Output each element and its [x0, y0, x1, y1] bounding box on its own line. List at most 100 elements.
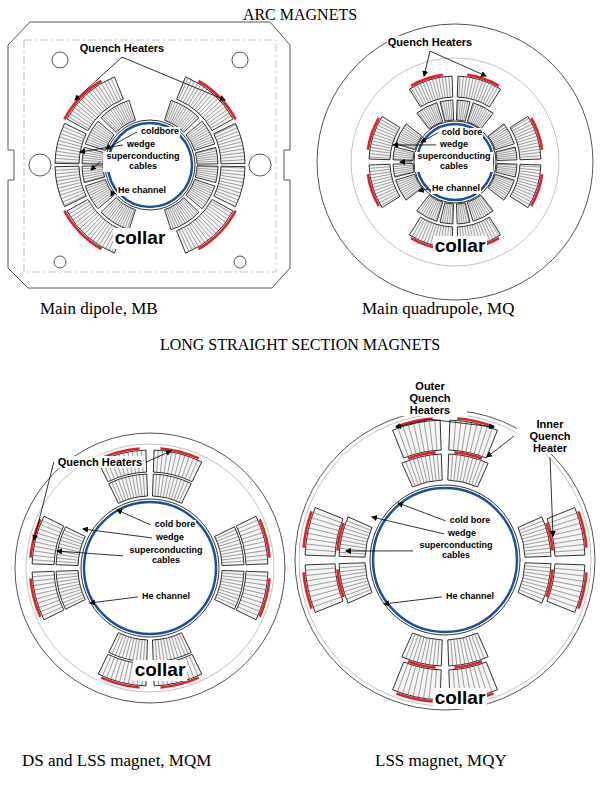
- leader-line: [487, 436, 514, 457]
- cable-hatch: [82, 150, 104, 164]
- cable-hatch: [451, 454, 485, 485]
- magnet-caption: LSS magnet, MQY: [375, 752, 507, 771]
- coil-block: [339, 563, 372, 603]
- magnet-caption: Main dipole, MB: [40, 300, 158, 319]
- leader-line: [111, 191, 114, 196]
- quench-heater: [454, 661, 482, 667]
- leader-line: [80, 145, 123, 152]
- callout-label: He channel: [445, 592, 495, 602]
- magnet-caption: DS and LSS magnet, MQM: [22, 752, 211, 771]
- quench-heater: [260, 519, 270, 557]
- cable-hatch: [55, 127, 85, 163]
- coil-block: [496, 147, 517, 161]
- leader-line: [122, 57, 225, 100]
- cable-hatch: [112, 474, 145, 502]
- callout-label: He channel: [141, 592, 191, 602]
- callout-label: wedge: [126, 140, 156, 150]
- coil-block: [195, 147, 218, 164]
- leader-line: [550, 457, 553, 536]
- callout-label: Quench Heaters: [387, 36, 473, 48]
- leader-line: [430, 51, 486, 76]
- callout-label: cold bore: [449, 516, 492, 526]
- cable-hatch: [549, 568, 585, 607]
- collar-hole: [52, 52, 68, 68]
- cable-hatch: [459, 76, 498, 105]
- collar-contour: [26, 444, 274, 692]
- cable-hatch: [82, 168, 104, 182]
- coil-block: [440, 203, 454, 224]
- coil-block: [369, 116, 400, 159]
- cable-hatch: [442, 203, 452, 224]
- cable-hatch: [406, 454, 440, 485]
- coil-block: [393, 420, 442, 458]
- callout-label: He channel: [431, 184, 481, 194]
- callout-label: wedge: [155, 533, 185, 543]
- quench-heater: [578, 572, 586, 608]
- he-channel: [81, 499, 219, 637]
- section-heading: ARC MAGNETS: [243, 6, 357, 24]
- coil-block: [236, 571, 268, 619]
- quench-heater: [199, 211, 236, 249]
- coil-block: [393, 147, 414, 161]
- cable-hatch: [393, 165, 414, 176]
- section-heading: LONG STRAIGHT SECTION MAGNETS: [160, 336, 440, 354]
- coil-block: [510, 116, 541, 159]
- coil-block: [153, 450, 201, 482]
- quench-heater: [411, 75, 443, 86]
- collar-outline: [15, 433, 285, 703]
- coil-block: [32, 516, 64, 564]
- collar-outline: [317, 24, 593, 300]
- cable-hatch: [549, 513, 585, 552]
- leader-line: [393, 144, 436, 145]
- leader-line: [146, 451, 171, 462]
- callout-label: wedge: [447, 529, 477, 539]
- callout-label: Quench Heaters: [79, 42, 165, 54]
- quench-heater: [457, 419, 493, 427]
- cable-hatch: [216, 530, 244, 563]
- callout-label: Inner Quench Heater: [517, 418, 583, 454]
- coil-block: [456, 203, 470, 224]
- quench-heater: [30, 578, 40, 616]
- cable-hatch: [393, 149, 414, 159]
- quench-heater: [546, 569, 552, 597]
- part-label: collar: [433, 236, 488, 257]
- coil-block: [440, 100, 454, 121]
- leader-line: [372, 517, 444, 534]
- collar-contour: [351, 58, 559, 266]
- callout-label: Outer Quench Heaters: [393, 380, 467, 416]
- collar-hole: [29, 154, 51, 176]
- leader-line: [396, 419, 430, 427]
- cable-hatch: [398, 664, 437, 700]
- quench-heater: [304, 572, 312, 608]
- cable-hatch: [56, 573, 84, 606]
- coil-block: [448, 454, 488, 487]
- quench-heater: [396, 693, 432, 701]
- coil-block: [510, 164, 541, 207]
- part-label: collar: [433, 688, 488, 709]
- quench-heater: [454, 452, 482, 458]
- cable-hatch: [441, 100, 452, 121]
- quench-heater: [408, 661, 436, 667]
- cold-bore: [84, 502, 216, 634]
- callout-label: superconducting cables: [416, 541, 496, 561]
- coil-block: [214, 166, 245, 206]
- quench-heater: [396, 419, 432, 427]
- leader-line: [90, 597, 138, 603]
- coil-block: [32, 571, 64, 619]
- collar-outline: [295, 410, 595, 710]
- quench-heater: [467, 75, 499, 86]
- cable-hatch: [56, 530, 84, 563]
- cable-hatch: [406, 634, 440, 665]
- coil-block: [55, 166, 86, 206]
- collar-hole: [249, 154, 271, 176]
- cable-hatch: [496, 148, 517, 159]
- he-channel: [370, 485, 520, 635]
- cable-hatch: [55, 169, 86, 205]
- cable-hatch: [214, 125, 245, 161]
- part-label: collar: [113, 228, 168, 249]
- cold-bore: [373, 488, 517, 632]
- coil-block: [393, 163, 414, 177]
- quench-heater: [368, 118, 379, 150]
- leader-line: [57, 551, 123, 556]
